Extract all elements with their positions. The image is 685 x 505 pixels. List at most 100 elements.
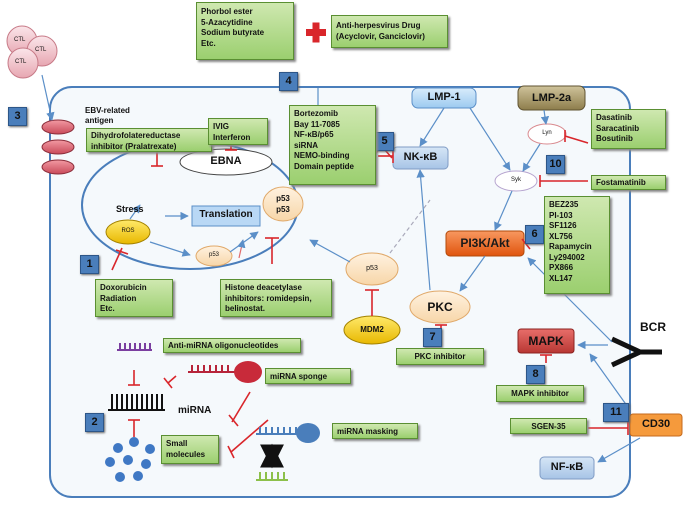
nfkb-inhibitor: Domain peptide bbox=[294, 161, 355, 171]
pi3k-shape bbox=[445, 230, 525, 257]
nfkb-inhibitor: NF-κB/p65 bbox=[294, 130, 334, 139]
cell-membrane bbox=[49, 86, 631, 498]
pi3k-inhibitor: Ly294002 bbox=[549, 252, 585, 262]
step-8: 8 bbox=[526, 365, 545, 384]
ebv-antigen-label: EBV-related antigen bbox=[85, 106, 130, 126]
inducers-box: Phorbol ester 5-Azacytidine Sodium butyr… bbox=[196, 2, 294, 60]
nfkb-inhibitor: NEMO-binding bbox=[294, 151, 350, 160]
src-inhibitor: Saracatinib bbox=[596, 123, 640, 133]
mapk-inhibitor-box: MAPK inhibitor bbox=[496, 385, 584, 402]
fostamatinib-box: Fostamatinib bbox=[591, 175, 666, 190]
antigen-2 bbox=[41, 139, 75, 155]
pi3k-inhibitor: BEZ235 bbox=[549, 200, 579, 209]
small-molecules-line: Small bbox=[166, 439, 188, 448]
step-11: 11 bbox=[603, 403, 629, 422]
step-5: 5 bbox=[375, 132, 394, 151]
p53-text: p53 bbox=[276, 194, 290, 203]
inducer-item: Phorbol ester bbox=[201, 7, 253, 16]
mapk-shape bbox=[517, 328, 575, 354]
ivig-line: IVIG bbox=[213, 122, 230, 131]
ebna-shape bbox=[179, 148, 273, 176]
doxo-line: Radiation bbox=[100, 293, 137, 303]
plus-v bbox=[312, 22, 320, 43]
fostamatinib-label: Fostamatinib bbox=[596, 178, 646, 187]
translation-label: Translation bbox=[199, 209, 253, 220]
antiherpes-line: Anti-herpesvirus Drug bbox=[336, 21, 421, 30]
step-1: 1 bbox=[80, 255, 99, 274]
p53-small-shape bbox=[195, 245, 233, 267]
p53-cyto-label: p53 bbox=[366, 265, 378, 272]
ctl-label-1: CTL bbox=[14, 37, 26, 43]
doxo-line: Doxorubicin bbox=[100, 283, 147, 292]
doxo-box: Doxorubicin Radiation Etc. bbox=[95, 279, 173, 317]
nfkb2-label: NF-κB bbox=[550, 461, 584, 473]
pkc-label: PKC bbox=[427, 300, 453, 314]
step-10: 10 bbox=[546, 155, 565, 174]
step-6: 6 bbox=[525, 225, 544, 244]
pi3k-inhibitor: Rapamycin bbox=[549, 242, 592, 251]
anti-mirna-box: Anti-miRNA oligonucleotides bbox=[163, 338, 301, 353]
mirna-sponge-box: miRNA sponge bbox=[265, 368, 351, 384]
nfkb-inhibitor: Bay 11-7085 bbox=[294, 119, 340, 129]
ebv-antigen-text: EBV-related antigen bbox=[85, 106, 130, 125]
ros-shape bbox=[105, 219, 151, 245]
hdac-line: inhibitors: romidepsin, bbox=[225, 293, 312, 303]
ivig-line: Interferon bbox=[213, 132, 251, 142]
ctl-label-2: CTL bbox=[35, 47, 47, 53]
ctl-label-3: CTL bbox=[15, 59, 27, 65]
small-molecules-line: molecules bbox=[166, 449, 206, 459]
pi3k-inhibitor: XL756 bbox=[549, 231, 573, 241]
nfkb-inhibitors-box: Bortezomib Bay 11-7085 NF-κB/p65 siRNA N… bbox=[289, 105, 376, 185]
doxo-line: Etc. bbox=[100, 304, 115, 313]
dhfr-line: inhibitor (Pralatrexate) bbox=[91, 141, 177, 151]
cd30-label: CD30 bbox=[641, 418, 671, 430]
p53-small-label: p53 bbox=[208, 252, 219, 258]
dhfr-box: Dihydrofolatereductase inhibitor (Pralat… bbox=[86, 128, 212, 152]
nfkb-inhibitor: Bortezomib bbox=[294, 109, 338, 118]
lyn-label: Lyn bbox=[542, 130, 552, 136]
mirna-sponge-label: miRNA sponge bbox=[270, 372, 328, 381]
syk-shape bbox=[494, 170, 538, 192]
small-molecules-box: Small molecules bbox=[161, 435, 219, 464]
hdac-line: belinostat. bbox=[225, 304, 266, 313]
inducer-item: 5-Azacytidine bbox=[201, 17, 253, 27]
pi3k-inhibitor: XL147 bbox=[549, 273, 573, 283]
ebna-label: EBNA bbox=[210, 155, 242, 167]
translation-shape bbox=[191, 205, 261, 227]
p53-nucleus-label: p53 p53 bbox=[263, 193, 303, 215]
cd30-shape bbox=[629, 413, 683, 437]
antiherpes-box: Anti-herpesvirus Drug (Acyclovir, Gancic… bbox=[331, 15, 448, 48]
ctl-cell-3 bbox=[7, 47, 39, 79]
mdm2-label: MDM2 bbox=[360, 325, 384, 334]
bcr-label: BCR bbox=[640, 320, 666, 334]
pi3k-inhibitor: SF1126 bbox=[549, 221, 577, 230]
mirna-label: miRNA bbox=[178, 405, 212, 416]
step-3: 3 bbox=[8, 107, 27, 126]
mirna-mask-head bbox=[296, 423, 320, 443]
syk-label: Syk bbox=[510, 177, 521, 183]
step-4: 4 bbox=[279, 72, 298, 91]
p53-cyto-shape bbox=[345, 252, 399, 286]
mirna-masking-label: miRNA masking bbox=[337, 427, 399, 436]
nfkb2-shape bbox=[539, 456, 595, 480]
inducer-item: Etc. bbox=[201, 38, 216, 48]
src-inhibitor: Bosutinib bbox=[596, 134, 633, 143]
pkc-inhibitor-box: PKC inhibitor bbox=[396, 348, 484, 365]
step-2: 2 bbox=[85, 413, 104, 432]
src-inhibitor: Dasatinib bbox=[596, 113, 633, 122]
pi3k-label: PI3K/Akt bbox=[460, 236, 510, 250]
nfkb-inhibitor: siRNA bbox=[294, 140, 319, 150]
antigen-3 bbox=[41, 159, 75, 175]
mirna-sponge-head bbox=[234, 361, 262, 383]
ros-label: ROS bbox=[121, 228, 135, 234]
ivig-box: IVIG Interferon bbox=[208, 118, 268, 145]
nfkb-label: NK-κB bbox=[403, 151, 438, 163]
mirna-masking-box: miRNA masking bbox=[332, 423, 418, 439]
inducer-item: Sodium butyrate bbox=[201, 28, 265, 37]
pkc-shape bbox=[409, 290, 471, 324]
sgen35-box: SGEN-35 bbox=[510, 418, 587, 434]
lmp2a-label: LMP-2a bbox=[531, 92, 572, 104]
antigen-1 bbox=[41, 119, 75, 135]
stress-label: Stress bbox=[116, 204, 144, 214]
